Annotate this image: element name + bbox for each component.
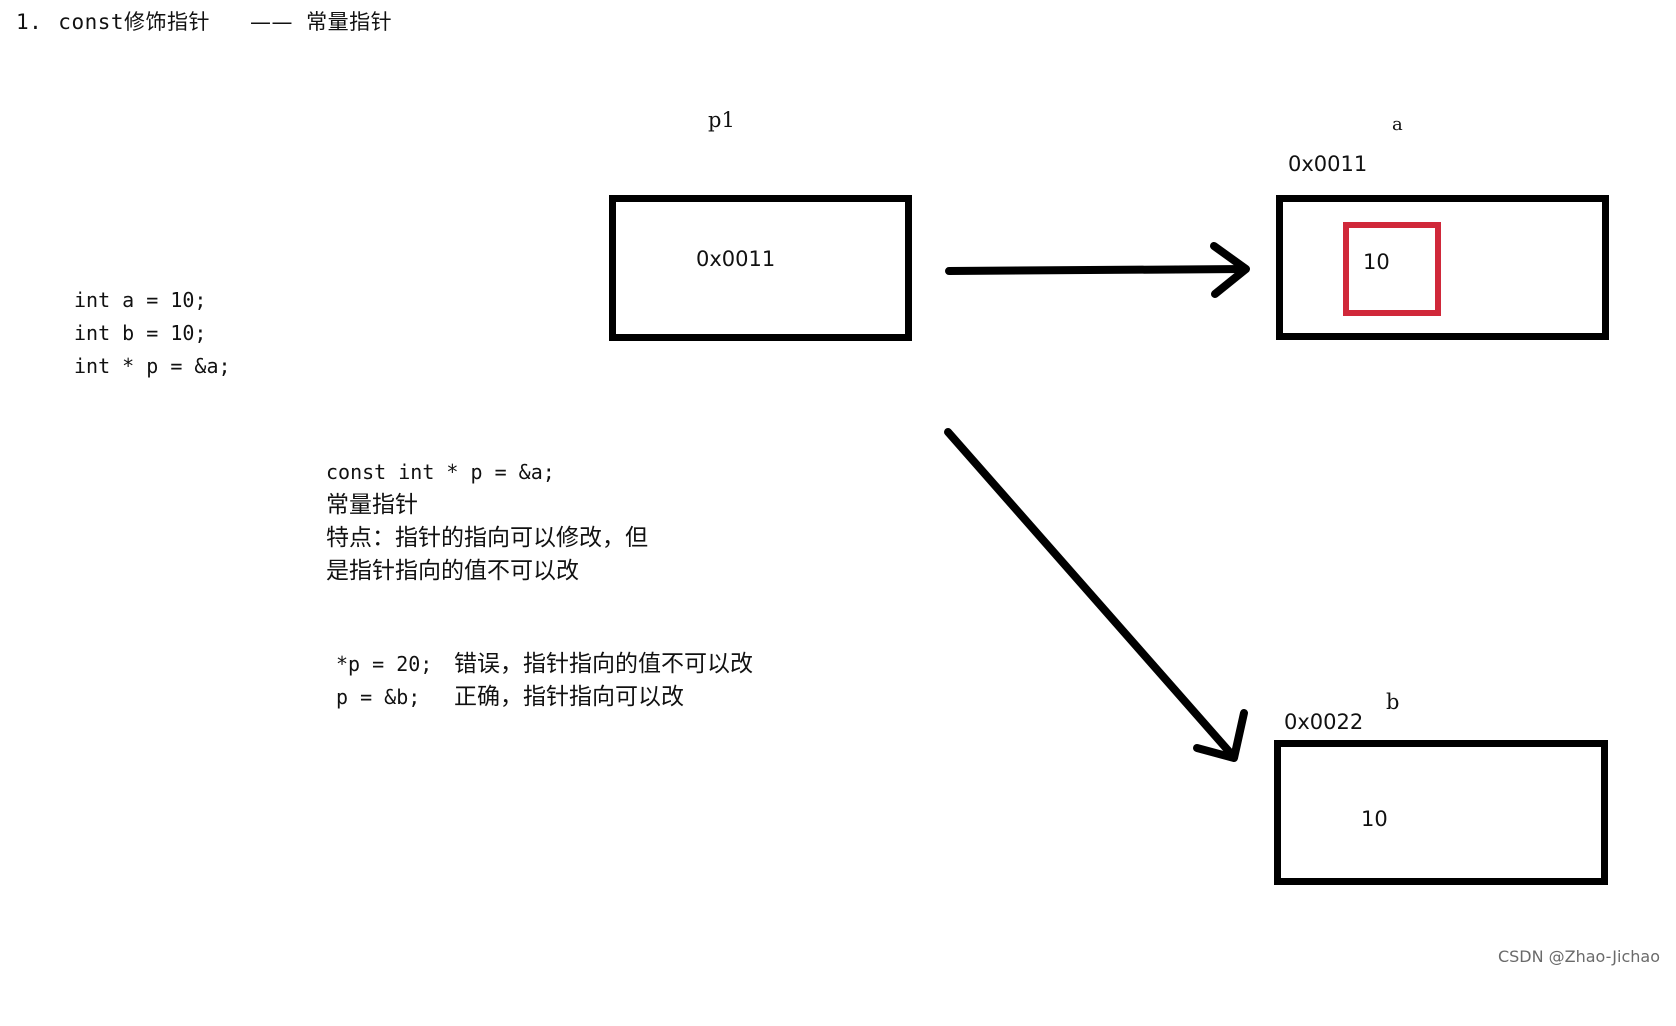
- var-a-label: a: [1392, 114, 1403, 135]
- var-b-box: 10: [1274, 740, 1608, 885]
- title-text: const修饰指针: [58, 10, 211, 34]
- example-row: *p = 20; 错误，指针指向的值不可以改: [336, 648, 753, 681]
- declaration-a: int a = 10;: [74, 288, 207, 312]
- explanation-feature-line1: 特点：指针的指向可以修改，但: [326, 525, 648, 551]
- pointer-label: p1: [708, 108, 735, 132]
- arrow-p-to-b: [944, 428, 1237, 760]
- example-note: 错误，指针指向的值不可以改: [454, 651, 753, 677]
- pointer-box: 0x0011: [609, 195, 912, 341]
- example-code: *p = 20;: [336, 652, 433, 676]
- explanation-block: const int * p = &a; 常量指针 特点：指针的指向可以修改，但 …: [326, 456, 648, 588]
- explanation-feature-line2: 是指针指向的值不可以改: [326, 558, 579, 584]
- title-dash: ——: [250, 10, 294, 34]
- pointer-value: 0x0011: [696, 247, 776, 271]
- var-b-label: b: [1386, 690, 1400, 714]
- var-a-address: 0x0011: [1288, 152, 1368, 176]
- value-highlight: [1343, 222, 1441, 316]
- watermark: CSDN @Zhao-Jichao: [1497, 947, 1660, 966]
- var-a-box: 10: [1276, 195, 1609, 340]
- example-row: p = &b; 正确，指针指向可以改: [336, 681, 753, 714]
- arrow-p-to-a: [945, 265, 1249, 275]
- example-note: 正确，指针指向可以改: [454, 684, 684, 710]
- explanation-name: 常量指针: [326, 492, 418, 518]
- var-b-value: 10: [1361, 807, 1388, 831]
- arrowhead-p-to-a: [1210, 242, 1250, 298]
- var-a-value: 10: [1363, 250, 1390, 274]
- example-code: p = &b;: [336, 685, 421, 709]
- arrowhead-p-to-b: [1193, 709, 1248, 762]
- page-title: 1. const修饰指针 —— 常量指针: [16, 6, 392, 36]
- examples-block: *p = 20; 错误，指针指向的值不可以改 p = &b; 正确，指针指向可以改: [336, 648, 753, 714]
- var-b-address: 0x0022: [1284, 710, 1364, 734]
- declarations-block: int a = 10; int b = 10; int * p = &a;: [74, 284, 231, 383]
- explanation-code: const int * p = &a;: [326, 460, 555, 484]
- declaration-b: int b = 10;: [74, 321, 207, 345]
- title-subtitle: 常量指针: [306, 10, 393, 34]
- declaration-p: int * p = &a;: [74, 354, 231, 378]
- title-number: 1.: [16, 10, 43, 34]
